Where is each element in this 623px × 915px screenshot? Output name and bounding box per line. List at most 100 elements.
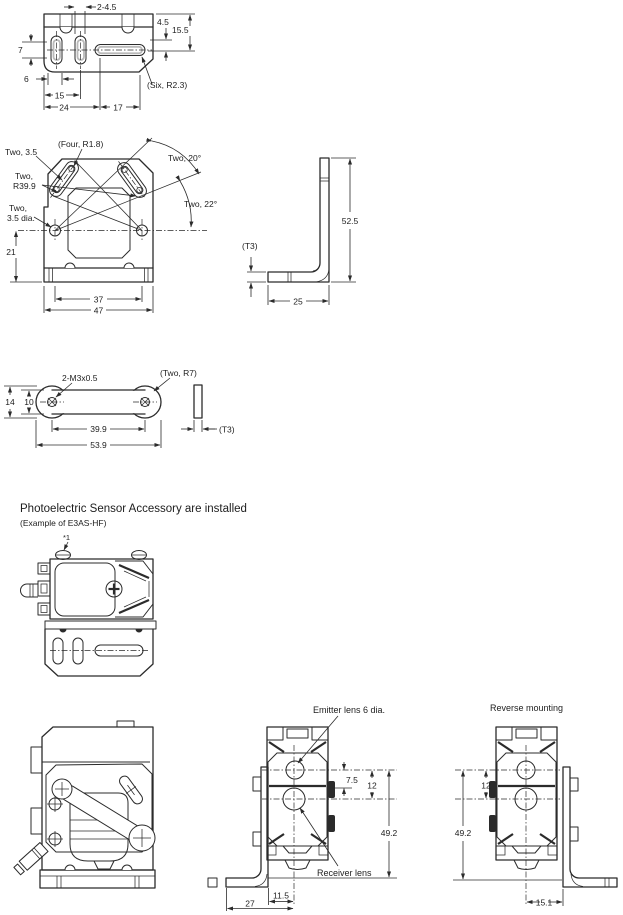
- dim-label-27: 27: [245, 899, 255, 909]
- bracket-right-wing-slot: [117, 161, 147, 199]
- dim-label-525: 52.5: [342, 216, 359, 226]
- callout-four-r18: (Four, R1.8): [58, 139, 104, 167]
- callout-label-two-20deg: Two, 20°: [168, 153, 201, 163]
- dim-12-reverse: 12: [481, 770, 491, 799]
- sensor-top-center-screw: [105, 580, 123, 598]
- callout-label-r399: R39.9: [13, 181, 36, 191]
- l-bracket-details: [287, 177, 330, 283]
- dim-label-24: 24: [59, 103, 69, 113]
- dim-14: 14: [4, 385, 37, 419]
- callout-six-r23: (Six, R2.3): [141, 56, 187, 90]
- l-bracket-outline: [267, 157, 330, 283]
- dim-label-37: 37: [94, 295, 104, 305]
- side-base-plate: [39, 864, 156, 889]
- drawing-front-view: Emitter lens 6 dia. Receiver lens 7.5 12…: [207, 705, 398, 911]
- drawing-link-plate: 2-M3x0.5 (Two, R7) 14 10 39.9: [4, 368, 235, 450]
- drawing-bracket-side-view: 52.5 25 (T3): [242, 157, 359, 307]
- plate-slots: [47, 31, 152, 69]
- dim-37: 37: [54, 286, 143, 305]
- dim-label-slot-width: 2-4.5: [97, 2, 117, 12]
- callout-label-six-r23: (Six, R2.3): [147, 80, 187, 90]
- dim-45-right: 4.5: [148, 17, 195, 61]
- footnote-marker: *1: [63, 533, 70, 542]
- dim-label-17: 17: [113, 103, 123, 113]
- dim-6-left: 6: [24, 73, 74, 85]
- link-side-bar: (T3): [181, 384, 235, 435]
- dim-15-bottom: 15: [43, 70, 81, 110]
- front-sensor-body: [266, 726, 335, 870]
- reverse-lenses: [455, 745, 560, 906]
- sensor-top-body: [49, 558, 154, 620]
- dim-label-6: 6: [24, 74, 29, 84]
- callout-two-r399: Two, R39.9: [13, 171, 137, 198]
- dim-492-front: 49.2: [268, 770, 398, 879]
- section-subtitle: (Example of E3AS-HF): [20, 518, 107, 528]
- dim-label-155: 15.5: [172, 25, 189, 35]
- dim-27: 27: [226, 888, 294, 911]
- dim-label-7: 7: [18, 45, 23, 55]
- dim-label-151: 15.1: [536, 898, 553, 908]
- callout-label-two2: Two,: [9, 203, 27, 213]
- callout-two-35: Two, 3.5: [5, 147, 63, 181]
- dim-399: 39.9: [51, 420, 146, 434]
- callout-receiver-lens: Receiver lens: [299, 807, 372, 878]
- section-title: Photoelectric Sensor Accessory are insta…: [20, 503, 247, 515]
- callout-label-t3-side: (T3): [242, 241, 258, 251]
- dim-label-492-front: 49.2: [381, 828, 398, 838]
- drawing-bracket-front-view: (Four, R1.8) Two, 3.5 Two, R39.9 Two, 3.…: [5, 137, 217, 316]
- callout-two-35dia: Two, 3.5 dia.: [7, 203, 52, 228]
- bracket-radius-lines: [52, 137, 202, 231]
- dim-label-21: 21: [6, 247, 16, 257]
- dim-label-12-reverse: 12: [481, 781, 491, 791]
- bracket-mounting-holes: [18, 219, 207, 242]
- dim-label-25: 25: [293, 297, 303, 307]
- dim-24-17-bottom: 24 17: [44, 58, 141, 113]
- bracket-center-cutout: [67, 187, 131, 259]
- bracket-base-plate: [43, 262, 154, 283]
- callout-label-receiver: Receiver lens: [317, 868, 372, 878]
- callout-label-four-r18: (Four, R1.8): [58, 139, 104, 149]
- sensor-top-bracket-plate: [44, 620, 157, 677]
- callout-two-r7: (Two, R7): [153, 368, 197, 392]
- sensor-top-connector-blocks: [20, 562, 51, 616]
- dim-492-reverse: 49.2: [453, 770, 562, 881]
- front-lenses: [262, 745, 397, 906]
- callout-label-two-22deg: Two, 22°: [184, 199, 217, 209]
- dim-47: 47: [43, 286, 154, 316]
- dim-75: 7.5: [332, 762, 358, 796]
- sensor-top-screws: [55, 550, 147, 560]
- dim-label-539: 53.9: [90, 440, 107, 450]
- callout-emitter-lens: Emitter lens 6 dia.: [297, 705, 385, 764]
- dim-label-10: 10: [24, 397, 34, 407]
- callout-label-two: Two,: [15, 171, 33, 181]
- reverse-mounting-title: Reverse mounting: [490, 703, 563, 713]
- dim-label-45: 4.5: [157, 17, 169, 27]
- dim-label-12-front: 12: [367, 781, 377, 791]
- dim-label-399: 39.9: [90, 424, 107, 434]
- dim-label-47: 47: [94, 306, 104, 316]
- callout-label-35dia: 3.5 dia.: [7, 213, 35, 223]
- dim-155-right: 15.5: [156, 13, 195, 51]
- dim-label-492-reverse: 49.2: [455, 828, 472, 838]
- dim-12-front: 12: [367, 770, 377, 799]
- dim-label-14: 14: [5, 397, 15, 407]
- dim-525: 52.5: [331, 157, 359, 283]
- callout-label-two-r7: (Two, R7): [160, 368, 197, 378]
- drawing-reverse-mounting: Reverse mounting: [453, 703, 618, 908]
- side-cable-gland: [13, 842, 49, 876]
- callout-label-2m3: 2-M3x0.5: [62, 373, 98, 383]
- dim-21: 21: [6, 231, 42, 283]
- callout-label-two-35: Two, 3.5: [5, 147, 37, 157]
- dim-539: 53.9: [35, 420, 162, 450]
- dim-10: 10: [21, 389, 44, 415]
- side-link-arm: [47, 775, 156, 852]
- dim-25: 25: [267, 285, 330, 307]
- drawing-sensor-side-view: [13, 720, 156, 889]
- reverse-sensor-body: [489, 726, 558, 870]
- section-heading: Photoelectric Sensor Accessory are insta…: [20, 503, 247, 551]
- front-bracket: [207, 766, 269, 888]
- dim-label-115: 11.5: [273, 891, 289, 901]
- dim-115: 11.5: [268, 888, 294, 905]
